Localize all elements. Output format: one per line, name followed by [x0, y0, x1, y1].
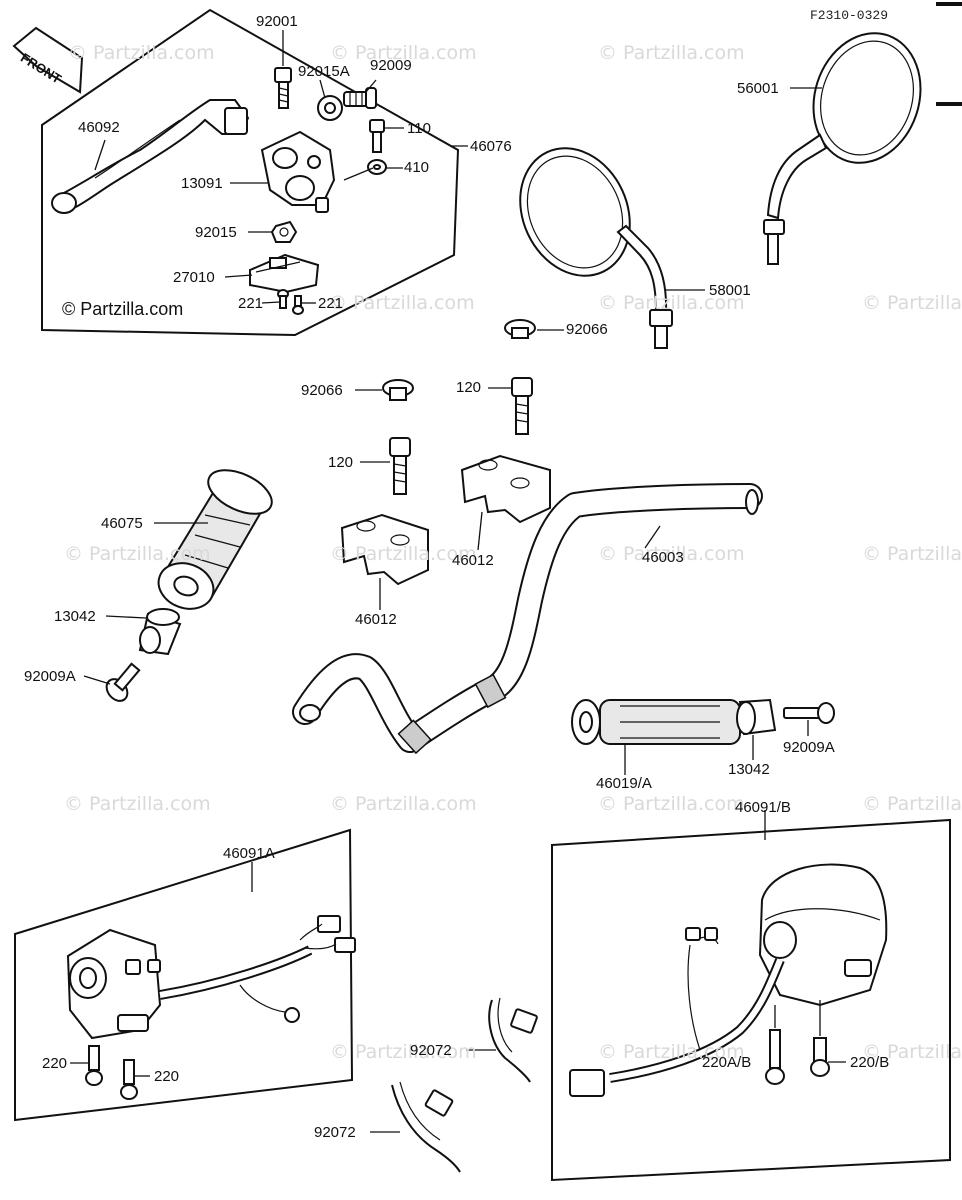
copyright-notice: © Partzilla.com [62, 299, 184, 319]
screw-220AB [765, 1029, 785, 1085]
watermark: © Partzilla.com [330, 42, 477, 64]
watermark: © Partzilla.com [862, 793, 962, 815]
callout-label: 56001 [737, 80, 779, 97]
watermark: © Partzilla.com [598, 1041, 745, 1063]
holder-46012-left [340, 513, 429, 586]
screw-221-a [277, 289, 289, 309]
callout-label: 220/B [850, 1054, 890, 1071]
callout-label: 92066 [566, 321, 608, 338]
callout-label: 92066 [301, 382, 343, 399]
callout-label: 46012 [452, 552, 494, 569]
handlebar-46003 [292, 483, 763, 755]
screw-221-b [292, 295, 304, 315]
callout-label: 92072 [314, 1124, 356, 1141]
callout-label: 92009 [370, 57, 412, 74]
watermark: © Partzilla.com [68, 42, 215, 64]
mirror-58001 [519, 147, 673, 349]
callout-label: 46003 [642, 549, 684, 566]
lever-bracket-13091 [260, 130, 336, 213]
watermark: © Partzilla.com [862, 1041, 962, 1063]
watermark: © Partzilla.com [862, 543, 962, 565]
callout-label: 92015A [298, 63, 350, 80]
callout-label: 221 [318, 295, 344, 312]
front-arrow-icon [12, 26, 84, 94]
callout-label: 46076 [470, 138, 512, 155]
screw-220-left-b [120, 1059, 138, 1100]
callout-label: 27010 [173, 269, 215, 286]
watermark: © Partzilla.com [330, 543, 477, 565]
clamp-92072-lower [391, 1081, 461, 1173]
watermark: © Partzilla.com [64, 543, 211, 565]
callout-label: 410 [404, 159, 430, 176]
callout-label: 92072 [410, 1042, 452, 1059]
screw-110 [369, 119, 385, 153]
watermark: © Partzilla.com [64, 793, 211, 815]
clamp-92072-upper [488, 997, 538, 1083]
bolt-92001 [274, 67, 292, 109]
screw-92009 [343, 87, 377, 109]
switch-27010 [249, 253, 320, 294]
washer-410-hole [373, 164, 381, 170]
watermark: © Partzilla.com [598, 292, 745, 314]
callout-label: 13091 [181, 175, 223, 192]
bolt-120-left [389, 437, 411, 495]
callout-label: 220 [154, 1068, 180, 1085]
callout-label: 92001 [256, 13, 298, 30]
figure-code: F2310-0329 [810, 8, 889, 23]
watermark: © Partzilla.com [328, 292, 475, 314]
watermark: © Partzilla.com [598, 793, 745, 815]
callout-label: 46019/A [596, 775, 652, 792]
callout-label: 13042 [54, 608, 96, 625]
callout-label: 46012 [355, 611, 397, 628]
clutch-lever [51, 99, 250, 214]
cap-92066-upper [504, 319, 536, 339]
callout-label: 46075 [101, 515, 143, 532]
callout-label: 13042 [728, 761, 770, 778]
watermark: © Partzilla.com [598, 42, 745, 64]
right-switch-frame [551, 818, 951, 1182]
nut-92015 [270, 220, 298, 243]
callout-label: 46091A [223, 845, 275, 862]
callout-label: 221 [238, 295, 264, 312]
right-switch-harness [569, 927, 785, 1097]
left-switch-housing [66, 928, 162, 1040]
callout-label: 120 [456, 379, 482, 396]
end-weight-13042-left [138, 608, 182, 656]
edge-mark-mid [936, 102, 962, 106]
callout-label: 92009A [783, 739, 835, 756]
watermark: © Partzilla.com [598, 543, 745, 565]
callout-label: 92015 [195, 224, 237, 241]
screw-92009A-right [783, 702, 835, 724]
callout-label: 46091/B [735, 799, 791, 816]
callout-label: 220 [42, 1055, 68, 1072]
screw-92009A-left [105, 662, 141, 702]
throttle-grip-46019A [571, 699, 741, 745]
right-switch-housing [758, 863, 888, 1007]
callout-label: 110 [407, 120, 431, 137]
holder-46012-right [460, 454, 551, 524]
watermark: © Partzilla.com [862, 292, 962, 314]
callout-label: 120 [328, 454, 354, 471]
screw-220-left-a [85, 1045, 103, 1086]
end-weight-13042-right [736, 698, 777, 736]
bolt-120-right [511, 377, 533, 435]
nut-92015A [317, 95, 343, 121]
cap-92066-lower [382, 379, 414, 401]
edge-mark-top [936, 2, 962, 6]
screw-220B [810, 1037, 830, 1077]
grip-46075 [157, 469, 273, 610]
watermark: © Partzilla.com [330, 1041, 477, 1063]
callout-label: 46092 [78, 119, 120, 136]
mirror-56001 [763, 32, 922, 265]
left-switch-harness [159, 915, 356, 1023]
callout-label: 220A/B [702, 1054, 752, 1071]
callout-label: 92009A [24, 668, 76, 685]
watermark: © Partzilla.com [330, 793, 477, 815]
callout-label: 58001 [709, 282, 751, 299]
left-switch-frame [14, 828, 354, 1122]
lever-assembly-frame [41, 8, 460, 337]
